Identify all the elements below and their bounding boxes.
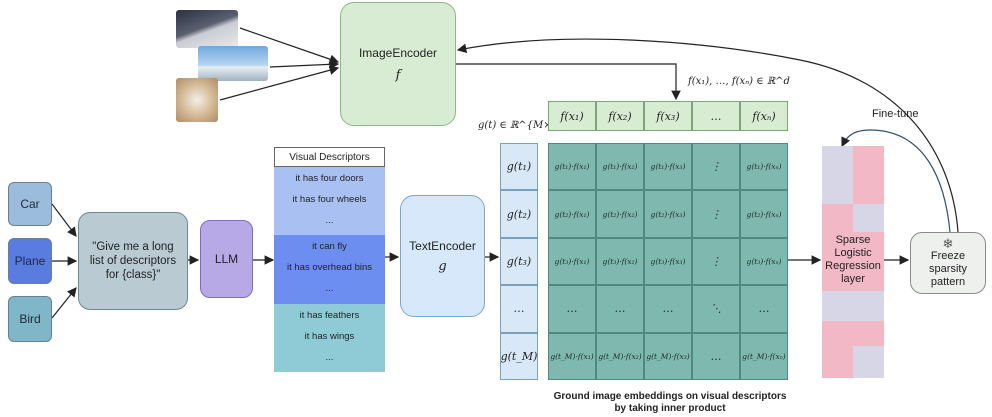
llm-prompt: "Give me a long list of descriptors for … — [78, 212, 188, 310]
f-cell: f(x₁) — [548, 101, 596, 131]
descriptor-group: it can fly it has overhead bins... — [274, 235, 385, 304]
matrix-cell: … — [548, 285, 596, 333]
matrix-cell: … — [692, 332, 740, 380]
fine-tune-label: Fine-tune — [872, 108, 919, 120]
llm-label: LLM — [214, 252, 239, 266]
descriptor-item: it has four wheels — [292, 194, 367, 205]
f-cell: f(x₃) — [644, 101, 692, 131]
snowflake-icon: ❄ — [942, 236, 954, 251]
class-plane-label: Plane — [14, 254, 46, 268]
descriptor-item: ... — [325, 215, 334, 226]
class-car-label: Car — [20, 197, 40, 211]
sparse-logistic-regression-layer: Sparse Logistic Regression layer — [822, 146, 884, 378]
matrix-cell: g(t₃)·f(x₁) — [548, 237, 596, 286]
matrix-cell: … — [596, 285, 644, 333]
matrix-cell: ⋮ — [692, 143, 740, 191]
matrix-cell: g(t₂)·f(x₂) — [596, 190, 644, 238]
descriptor-item: ... — [325, 283, 334, 295]
f-cell: … — [692, 101, 740, 131]
matrix-cell: g(t₃)·f(xₙ) — [740, 237, 788, 286]
image-encoder-title: ImageEncoder — [358, 45, 438, 60]
matrix-cell: g(t_M)·f(xₙ) — [740, 332, 788, 380]
matrix-cell: g(t₁)·f(x₂) — [596, 143, 644, 191]
plane-image — [198, 46, 268, 81]
llm-block: LLM — [200, 220, 253, 298]
matrix-cell: g(t₂)·f(x₃) — [644, 190, 692, 238]
freeze-label: Freeze sparsity pattern — [929, 250, 967, 288]
g-embedding-column: g(t₁)g(t₂)g(t₃)…g(t_M) — [500, 143, 538, 380]
f-dimension-label: f(x₁), …, f(xₙ) ∈ ℝ^d — [688, 76, 790, 87]
g-cell: g(t₁) — [500, 143, 538, 191]
matrix-cell: ⋱ — [692, 285, 740, 333]
g-cell: … — [500, 285, 538, 333]
matrix-cell: g(t₃)·f(x₂) — [596, 237, 644, 286]
descriptor-group: it has feathers it has wings... — [274, 303, 385, 372]
visual-descriptors-title: Visual Descriptors — [289, 151, 370, 163]
g-cell: g(t₃) — [500, 237, 538, 286]
descriptor-item: it has feathers — [299, 309, 360, 321]
descriptor-item: it has four doors — [295, 173, 364, 184]
class-bird: Bird — [8, 296, 52, 342]
matrix-caption-line-2: by taking inner product — [614, 403, 726, 414]
matrix-cell: … — [644, 285, 692, 333]
image-encoder: ImageEncoder f — [340, 2, 456, 126]
g-dimension-label: g(t) ∈ ℝ^{M×d} — [478, 120, 565, 131]
g-cell: g(t₂) — [500, 190, 538, 238]
matrix-cell: g(t₁)·f(x₃) — [644, 143, 692, 191]
class-plane: Plane — [8, 238, 52, 284]
f-cell: f(xₙ) — [740, 101, 788, 131]
matrix-cell: ⋮ — [692, 190, 740, 238]
matrix-caption-line-1: Ground image embeddings on visual descri… — [553, 391, 787, 402]
image-encoder-symbol: f — [395, 67, 401, 83]
f-embedding-row: f(x₁)f(x₂)f(x₃)…f(xₙ) — [548, 101, 788, 131]
text-encoder: TextEncoder g — [400, 195, 485, 317]
sparse-layer-label: Sparse Logistic Regression layer — [825, 234, 881, 285]
f-cell: f(x₂) — [596, 101, 644, 131]
class-car: Car — [8, 182, 52, 226]
descriptor-group: it has four doors it has four wheels... — [274, 167, 385, 236]
prompt-text: "Give me a long list of descriptors for … — [89, 241, 177, 281]
matrix-cell: g(t₁)·f(xₙ) — [740, 143, 788, 191]
matrix-cell: … — [740, 285, 788, 333]
matrix-cell: g(t₃)·f(x₃) — [644, 237, 692, 286]
g-cell: g(t_M) — [500, 332, 538, 380]
descriptor-item: it has wings — [304, 330, 355, 342]
class-bird-label: Bird — [19, 312, 41, 326]
matrix-cell: g(t_M)·f(x₃) — [644, 332, 692, 380]
car-image — [176, 10, 238, 48]
descriptor-item: it can fly — [312, 241, 347, 253]
text-encoder-symbol: g — [438, 258, 447, 274]
matrix-caption: Ground image embeddings on visual descri… — [540, 391, 800, 415]
matrix-cell: g(t_M)·f(x₁) — [548, 332, 596, 380]
visual-descriptors-header: Visual Descriptors — [274, 147, 385, 167]
text-encoder-title: TextEncoder — [409, 238, 476, 253]
matrix-cell: g(t₂)·f(xₙ) — [740, 190, 788, 238]
descriptor-item: it has overhead bins — [286, 262, 373, 274]
matrix-cell: ⋮ — [692, 237, 740, 286]
freeze-sparsity-box: ❄ Freeze sparsity pattern — [910, 232, 986, 294]
matrix-cell: g(t_M)·f(x₂) — [596, 332, 644, 380]
matrix-cell: g(t₁)·f(x₁) — [548, 143, 596, 191]
descriptor-item: ... — [325, 351, 334, 363]
matrix-cell: g(t₂)·f(x₁) — [548, 190, 596, 238]
bird-image — [176, 78, 218, 122]
inner-product-matrix: g(t₁)·f(x₁)g(t₁)·f(x₂)g(t₁)·f(x₃)⋮g(t₁)·… — [548, 143, 788, 380]
